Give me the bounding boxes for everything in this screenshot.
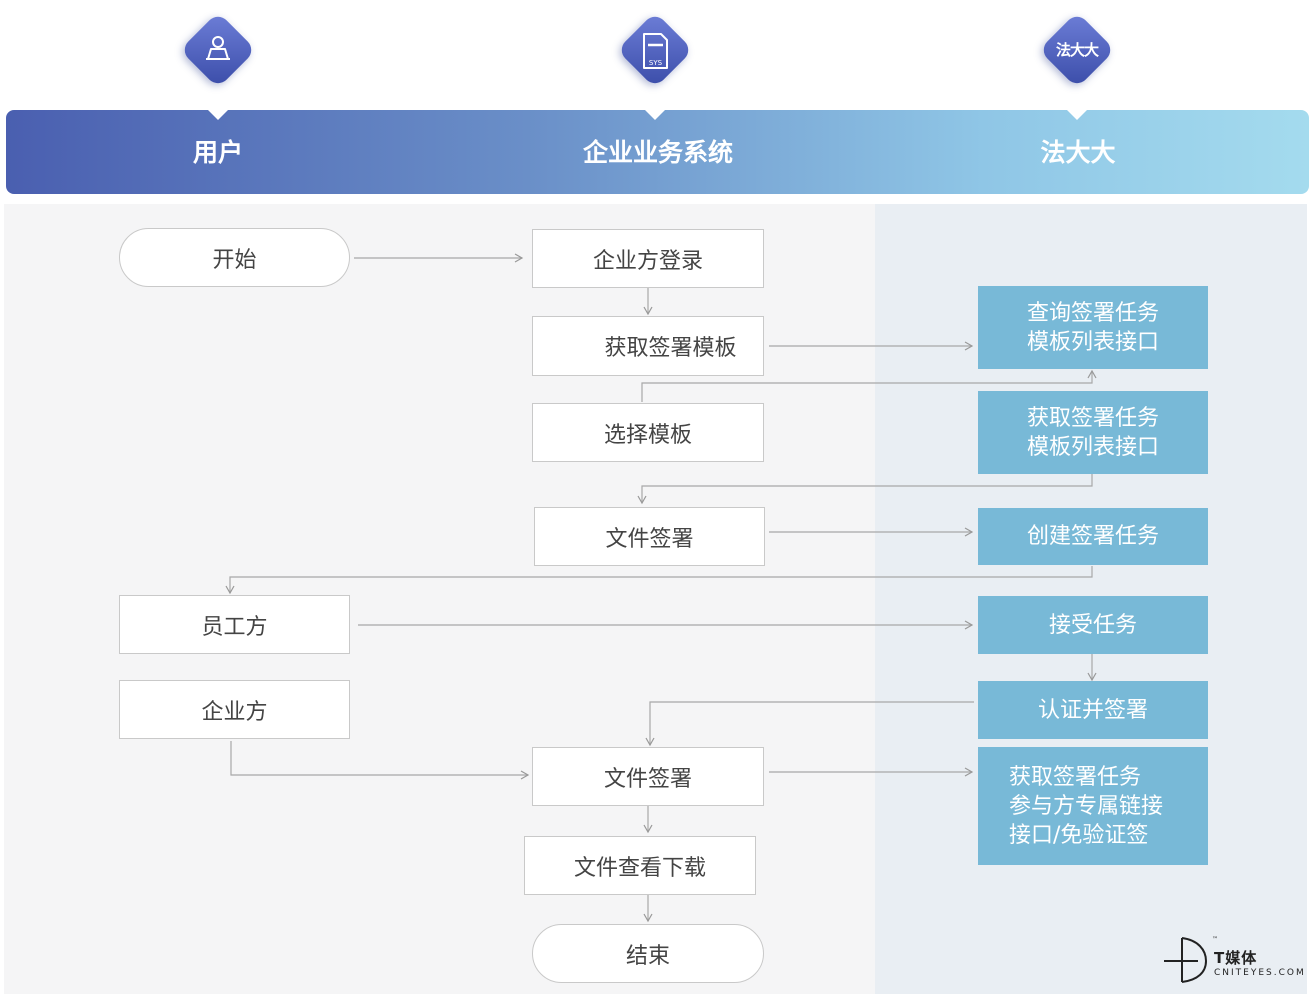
node-get-link: 获取签署任务 参与方专属链接 接口/免验证签: [978, 747, 1208, 865]
arrow-return-to-query-api: [641, 369, 1097, 402]
arrow-create-task-to-employee: [225, 566, 1093, 595]
fadada-logo-icon: 法大大: [1038, 11, 1116, 89]
node-auth-sign: 认证并签署: [978, 681, 1208, 739]
node-accept-task: 接受任务: [978, 596, 1208, 654]
node-get-template: 获取签署模板: [532, 316, 764, 376]
header-notch-system: [645, 110, 665, 120]
node-view-download: 文件查看下载: [524, 836, 756, 895]
lane-title-fadada: 法大大: [1040, 138, 1116, 167]
brand-tm: ™: [1212, 936, 1218, 943]
node-sign-file-2: 文件签署: [532, 747, 764, 806]
node-sign-file: 文件签署: [534, 507, 765, 566]
node-login: 企业方登录: [532, 229, 764, 288]
sys-document-icon: SYS: [616, 11, 694, 89]
node-fetch-api: 获取签署任务 模板列表接口: [978, 391, 1208, 474]
node-end: 结束: [532, 924, 764, 983]
svg-text:SYS: SYS: [649, 59, 663, 67]
brand-sub: CNITEYES.COM: [1214, 968, 1306, 978]
fadada-logo-text: 法大大: [1055, 41, 1099, 59]
swimlane-header: [6, 110, 1309, 194]
node-start: 开始: [119, 228, 350, 287]
arrow-enterprise-to-sign-file-2: [230, 741, 530, 780]
node-employee: 员工方: [119, 595, 350, 654]
brand-mark-icon: [1164, 937, 1208, 983]
brand-name: T媒体: [1214, 949, 1258, 967]
lane-title-system: 企业业务系统: [582, 138, 733, 167]
node-query-api: 查询签署任务 模板列表接口: [978, 286, 1208, 369]
user-icon: [179, 11, 257, 89]
node-select-template: 选择模板: [532, 403, 764, 462]
lane-title-user: 用户: [192, 138, 243, 167]
header-notch-fadada: [1067, 110, 1087, 120]
node-enterprise: 企业方: [119, 680, 350, 739]
node-create-task: 创建签署任务: [978, 508, 1208, 565]
brand-logo: T媒体 ™ CNITEYES.COM: [1162, 934, 1312, 984]
arrow-fetch-api-to-sign-file: [637, 474, 1093, 505]
header-notch-user: [208, 110, 228, 120]
arrow-auth-to-sign-file-2: [645, 701, 974, 747]
